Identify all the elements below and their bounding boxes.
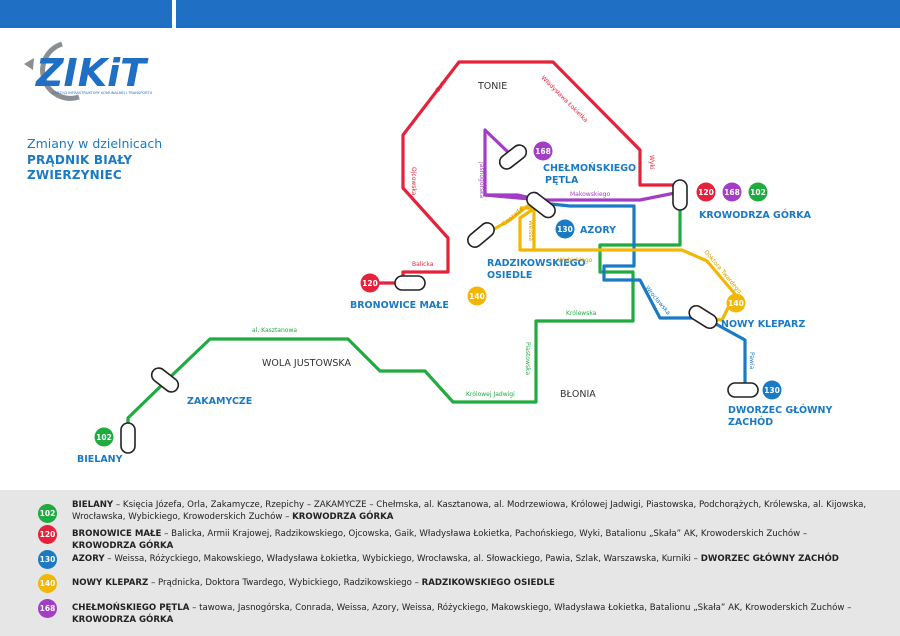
- map-badge-130-dworzec-circle: [762, 380, 782, 400]
- street-label-kasztanowa: al. Kasztanowa: [252, 327, 297, 334]
- map-badge-140-radzikowskiego-circle: [467, 286, 487, 306]
- map-badge-120-krowodrza: 120: [698, 188, 714, 197]
- info-district-zwierzyniec: ZWIERZYNIEC: [27, 168, 122, 182]
- legend-route-140: – Prądnicka, Doktora Twardego, Wybickieg…: [148, 578, 422, 588]
- street-label-weissa: Weissa: [527, 220, 534, 241]
- stop-pill-chelmonskiego: [498, 144, 528, 170]
- logo-swirl-icon: [40, 41, 80, 101]
- stop-label-krowodrza: KROWODRZA GÓRKA: [699, 209, 812, 221]
- route-map: ZIKiT ZARZĄD INFRASTRUKTURY KOMUNALNEJ I…: [24, 41, 832, 465]
- map-badge-140-kleparz: 140: [728, 299, 744, 308]
- street-label-pawia: Pawia: [748, 352, 755, 370]
- legend-badge-102: 102: [38, 504, 57, 523]
- stop-label-zakamycze: ZAKAMYCZE: [187, 396, 252, 407]
- top-banner-divider: [172, 0, 176, 28]
- legend-end-130: DWORZEC GŁÓWNY ZACHÓD: [700, 554, 839, 564]
- street-label-krolowej: Królowej Jadwigi: [466, 391, 515, 398]
- street-label-twardego: Doktora Twardego: [702, 249, 743, 295]
- legend-start-140: NOWY KLEPARZ: [72, 578, 149, 588]
- map-badge-120-bronowice: 120: [362, 279, 378, 288]
- street-label-piastowska: Piastowska: [524, 342, 531, 375]
- route-line-130: [540, 201, 747, 388]
- map-badge-102-bielany: 102: [96, 433, 112, 442]
- legend-badge-130: 130: [38, 550, 57, 569]
- street-label-krolewska: Królewska: [566, 310, 597, 317]
- stop-label-bronowice: BRONOWICE MAŁE: [350, 300, 449, 311]
- map-badge-168-krowodrza: 168: [724, 188, 740, 197]
- stop-label-chelmonskiego: CHEŁMOŃSKIEGO: [543, 162, 636, 174]
- map-badge-168-chelmonskiego-circle: [533, 141, 553, 161]
- legend-text-168: CHEŁMOŃSKIEGO PĘTLA – tawowa, Jasnogórsk…: [72, 603, 872, 626]
- map-badge-140-radzikowskiego: 140: [469, 292, 485, 301]
- legend-text-140: NOWY KLEPARZ – Prądnicka, Doktora Twarde…: [72, 578, 872, 590]
- legend-badge-120: 120: [38, 525, 57, 544]
- zikit-logo: ZIKiT ZARZĄD INFRASTRUKTURY KOMUNALNEJ I…: [24, 41, 153, 101]
- route-legend: 102 BIELANY – Księcia Józefa, Orla, Zaka…: [0, 490, 900, 636]
- map-badge-168-krowodrza-circle: [722, 182, 742, 202]
- info-subtitle: Zmiany w dzielnicach: [27, 136, 163, 151]
- stop-pill-radzikowskiego: [467, 222, 495, 248]
- stop-pill-zakamycze: [150, 367, 180, 393]
- stop-label-radzikowskiego: RADZIKOWSKIEGO: [487, 258, 586, 269]
- stop-label-chelmonskiego-petla: PĘTLA: [545, 175, 579, 186]
- legend-start-130: AZORY: [72, 554, 105, 564]
- stop-label-dworzec-zachod: ZACHÓD: [728, 416, 773, 428]
- stop-label-bielany: BIELANY: [77, 454, 123, 465]
- stop-pill-krowodrza: [672, 179, 688, 211]
- top-banner: [0, 0, 900, 28]
- map-badge-130-azory: 130: [557, 225, 573, 234]
- legend-end-168: KROWODRZA GÓRKA: [72, 614, 174, 625]
- legend-text-102: BIELANY – Księcia Józefa, Orla, Zakamycz…: [72, 500, 872, 523]
- map-badge-102-bielany-circle: [94, 427, 114, 447]
- stop-label-dworzec: DWORZEC GŁÓWNY: [728, 404, 832, 416]
- map-badge-130-azory-circle: [555, 219, 575, 239]
- street-label-ojcowska: Ojcowska: [410, 167, 417, 196]
- map-badge-168-chelmonskiego: 168: [535, 147, 551, 156]
- area-label-wola: WOLA JUSTOWSKA: [262, 358, 351, 369]
- street-label-balicka: Balicka: [412, 261, 434, 268]
- map-badge-120-krowodrza-circle: [696, 182, 716, 202]
- info-district-pradnik: PRĄDNIK BIAŁY: [27, 153, 133, 167]
- stop-label-kleparz: NOWY KLEPARZ: [721, 319, 805, 330]
- legend-route-102: – Księcia Józefa, Orla, Zakamycze, Rzepi…: [72, 500, 867, 522]
- stop-pill-bronowice: [394, 275, 426, 291]
- legend-badge-140: 140: [38, 574, 57, 593]
- stop-pill-kleparz: [688, 304, 718, 330]
- legend-route-120: – Balicka, Armii Krajowej, Radzikowskieg…: [161, 529, 808, 539]
- legend-end-120: KROWODRZA GÓRKA: [72, 540, 174, 551]
- legend-end-102: KROWODRZA GÓRKA: [292, 511, 394, 522]
- map-badge-102-krowodrza-circle: [748, 182, 768, 202]
- legend-end-140: RADZIKOWSKIEGO OSIEDLE: [421, 578, 555, 588]
- map-badge-130-dworzec: 130: [764, 386, 780, 395]
- street-label-wyki: Wyki: [648, 155, 655, 170]
- street-label-lokietka: Władysława Łokietka: [540, 74, 590, 124]
- logo-text: ZIKiT: [35, 51, 149, 95]
- legend-badge-168: 168: [38, 599, 57, 618]
- map-badge-120-bronowice-circle: [360, 273, 380, 293]
- route-line-102: [126, 187, 682, 440]
- street-label-wybickiego: Wybickiego: [558, 257, 593, 264]
- route-line-120: [370, 60, 680, 285]
- stop-pill-bielany: [120, 422, 136, 454]
- legend-start-102: BIELANY: [72, 500, 114, 510]
- area-label-blonia: BŁONIA: [560, 389, 596, 400]
- map-badge-140-kleparz-circle: [726, 293, 746, 313]
- legend-text-130: AZORY – Weissa, Różyckiego, Makowskiego,…: [72, 554, 872, 566]
- stop-pill-azory: [526, 191, 556, 219]
- legend-text-120: BRONOWICE MAŁE – Balicka, Armii Krajowej…: [72, 529, 872, 552]
- stop-label-radzikowskiego-osiedle: OSIEDLE: [487, 270, 532, 281]
- stop-label-azory: AZORY: [580, 225, 616, 236]
- logo-tagline: ZARZĄD INFRASTRUKTURY KOMUNALNEJ I TRANS…: [52, 91, 153, 95]
- map-badge-102-krowodrza: 102: [750, 188, 766, 197]
- logo-arrow-icon: [24, 58, 34, 70]
- street-label-jasnogorska: Jasnogórska: [478, 161, 485, 198]
- area-label-tonie: TONIE: [477, 81, 507, 92]
- street-label-makowskiego: Makowskiego: [570, 191, 610, 198]
- legend-start-120: BRONOWICE MAŁE: [72, 529, 162, 539]
- stop-pill-dworzec: [727, 382, 759, 398]
- legend-start-168: CHEŁMOŃSKIEGO PĘTLA: [72, 603, 190, 613]
- legend-route-168: – tawowa, Jasnogórska, Conrada, Weissa, …: [189, 603, 852, 613]
- legend-route-130: – Weissa, Różyckiego, Makowskiego, Włady…: [104, 554, 701, 564]
